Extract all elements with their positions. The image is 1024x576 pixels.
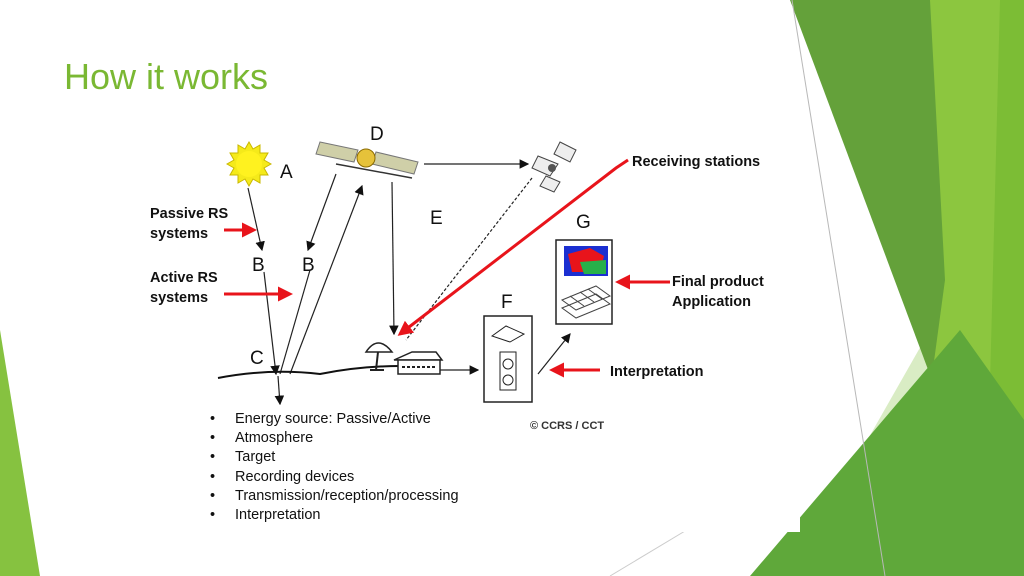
remote-sensing-diagram: A B B C D E F G Passive RS systems Activ… [140, 112, 800, 532]
deco-shape-left-strip [0, 330, 40, 576]
list-item: Atmosphere [208, 429, 459, 448]
passive-rs-label: Passive RS systems [150, 204, 228, 244]
diagram-graphics [217, 140, 670, 406]
satellite-d-icon [315, 141, 419, 179]
letter-a-label: A [280, 162, 293, 183]
passive-rs-line2: systems [150, 226, 209, 242]
list-item: Transmission/reception/processing [208, 487, 459, 506]
active-rs-label: Active RS systems [150, 268, 218, 308]
list-item: Energy source: Passive/Active [208, 410, 459, 429]
label-arrows [224, 158, 670, 378]
list-item: Interpretation [208, 506, 459, 525]
list-item: Recording devices [208, 468, 459, 487]
passive-rs-line1: Passive RS [150, 206, 229, 222]
slide-title: How it works [64, 56, 269, 97]
active-rs-line2: systems [150, 290, 209, 306]
final-product-label: Final product Application [672, 272, 764, 312]
processing-box-f [483, 315, 533, 403]
sun-icon [225, 140, 273, 188]
relay-satellite-icon [531, 141, 577, 193]
letter-g-label: G [576, 212, 591, 233]
letter-d-label: D [370, 124, 384, 145]
active-rs-line1: Active RS [150, 270, 218, 286]
letter-b-label-right: B [302, 255, 315, 276]
dish-antenna-icon [364, 342, 394, 371]
final-product-line1: Final product [672, 274, 764, 290]
deco-line [791, 0, 886, 576]
ground-station-building-icon [393, 351, 444, 375]
letter-c-label: C [250, 348, 264, 369]
copyright-notice: © CCRS / CCT [530, 420, 605, 432]
receiving-stations-label: Receiving stations [632, 154, 761, 170]
letter-f-label: F [501, 292, 513, 313]
list-item: Target [208, 448, 459, 467]
component-list: Energy source: Passive/Active Atmosphere… [208, 410, 459, 525]
deco-shape-bottom [750, 330, 1024, 576]
interpretation-label: Interpretation [610, 364, 704, 380]
letter-b-label-left: B [252, 255, 265, 276]
final-product-line2: Application [672, 294, 751, 310]
letter-e-label: E [430, 208, 443, 229]
final-product-box-g [555, 239, 613, 325]
